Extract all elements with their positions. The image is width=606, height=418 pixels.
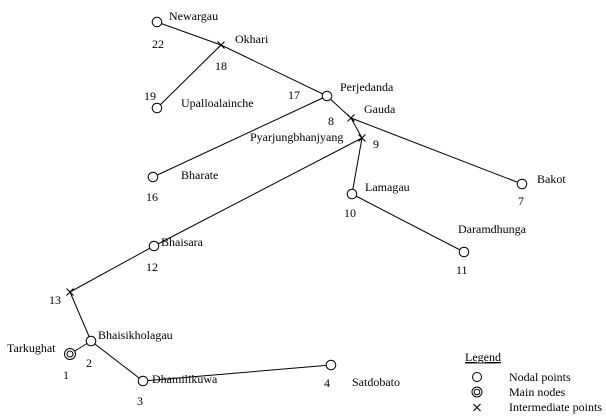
edge-n18-n19	[156, 44, 222, 109]
node-number-18: 18	[215, 59, 227, 73]
node-number-16: 16	[146, 190, 158, 204]
node-number-12: 12	[146, 260, 158, 274]
node-name-17: Perjedanda	[340, 80, 394, 94]
node-name-8: Gauda	[364, 102, 396, 116]
edge-n2-n13	[69, 291, 92, 342]
node-number-2: 2	[86, 356, 92, 370]
nodal-point-4	[325, 359, 337, 371]
node-name-16: Bharate	[181, 168, 218, 182]
legend: Legend Nodal points Main nodes Intermedi…	[465, 350, 602, 414]
legend-main-node-icon-inner	[473, 388, 481, 396]
node-number-17: 17	[288, 88, 300, 102]
edge-n17-n16	[152, 95, 328, 178]
node-number-10: 10	[344, 206, 356, 220]
nodal-point-3	[137, 375, 149, 387]
edge-n9-n10	[351, 137, 363, 195]
nodal-point-19	[151, 102, 163, 114]
node-number-1: 1	[63, 368, 69, 382]
intermediate-point-9	[358, 134, 366, 142]
edge-n18-n22	[156, 21, 222, 46]
edge-n17-n18	[220, 44, 328, 97]
nodal-point-2	[85, 335, 97, 347]
node-number-11: 11	[456, 263, 468, 277]
node-name-9: Pyarjungbhanjyang	[250, 130, 343, 144]
node-name-4: Satdobato	[352, 375, 400, 389]
nodes-layer	[64, 16, 528, 387]
edge-n3-n4	[142, 364, 332, 382]
node-number-9: 9	[373, 137, 379, 151]
edge-n9-n8	[350, 117, 363, 139]
edge-n2-n3	[90, 340, 144, 382]
legend-main-nodes-label: Main nodes	[509, 385, 566, 399]
intermediate-point-18	[217, 41, 225, 49]
node-number-13: 13	[49, 293, 61, 307]
node-name-1: Tarkughat	[7, 341, 56, 355]
nodal-point-11	[458, 246, 470, 258]
legend-nodal-point-icon	[472, 372, 482, 382]
node-number-19: 19	[144, 89, 156, 103]
edge-n8-n17	[326, 95, 352, 119]
node-name-10: Lamagau	[365, 180, 410, 194]
legend-intermediate-point-icon	[473, 403, 481, 412]
legend-intermediate-points-label: Intermediate points	[509, 400, 602, 414]
nodal-point-22	[151, 16, 163, 28]
node-number-7: 7	[518, 194, 524, 208]
nodal-point-17	[321, 90, 333, 102]
intermediate-point-8	[347, 114, 355, 122]
node-name-12: Bhaisara	[161, 235, 204, 249]
node-name-11: Daramdhunga	[458, 222, 527, 236]
nodal-point-16	[147, 171, 159, 183]
node-name-19: Upalloalainche	[181, 96, 254, 110]
edge-n10-n11	[351, 193, 465, 253]
edge-n8-n7	[350, 117, 523, 185]
node-number-3: 3	[137, 394, 143, 408]
node-number-22: 22	[152, 37, 164, 51]
node-number-8: 8	[328, 114, 334, 128]
nodal-point-12	[148, 240, 160, 252]
nodal-point-7	[516, 178, 528, 190]
node-name-18: Okhari	[235, 32, 269, 46]
node-number-4: 4	[324, 376, 330, 390]
node-name-7: Bakot	[537, 172, 566, 186]
edge-n13-n12	[69, 245, 155, 293]
legend-title: Legend	[465, 350, 501, 364]
edges-layer	[69, 21, 523, 382]
node-name-22: Newargau	[169, 9, 218, 23]
node-name-2: Bhaisikholagau	[98, 328, 173, 342]
nodal-point-10	[346, 188, 358, 200]
intermediate-point-13	[66, 288, 74, 296]
node-name-3: Dhamilikuwa	[152, 372, 218, 386]
legend-nodal-points-label: Nodal points	[509, 370, 571, 384]
edge-n12-n9	[153, 137, 363, 247]
main-node-1	[64, 348, 76, 360]
